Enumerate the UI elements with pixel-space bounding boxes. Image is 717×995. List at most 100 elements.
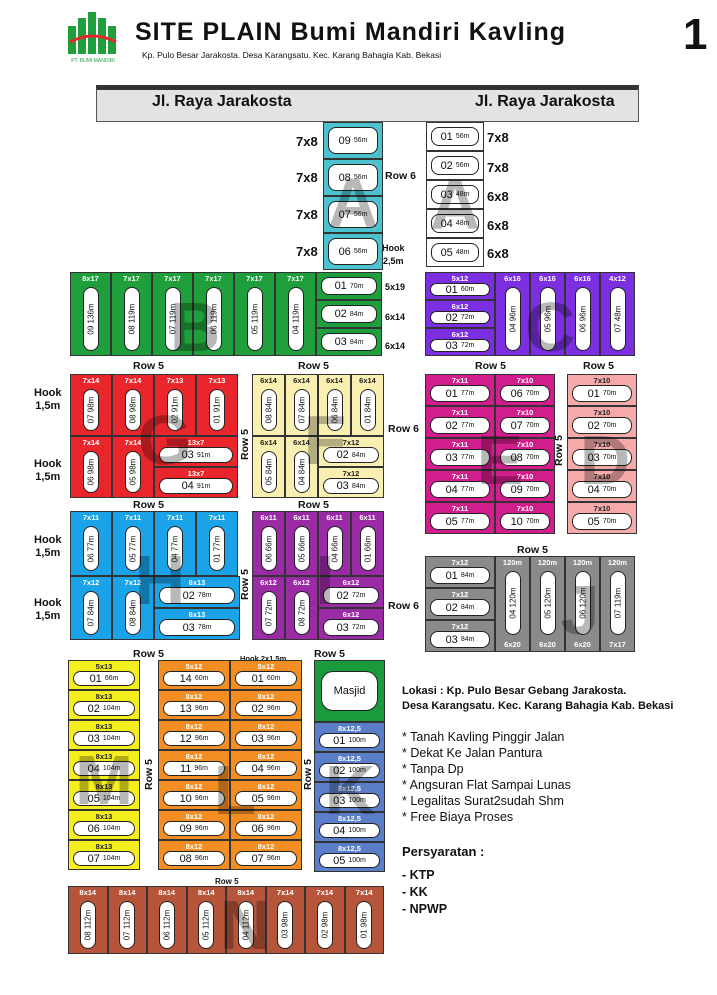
lot-b-07[interactable]: 7x1707 119m (152, 272, 193, 356)
lot-f-05[interactable]: 6x1405 84m (252, 436, 285, 498)
lot-m-05[interactable]: 8x1305104m (68, 780, 140, 810)
lot-l-05[interactable]: 8x120596m (230, 780, 302, 810)
lot-f-01[interactable]: 6x1401 84m (351, 374, 384, 436)
lot-i-01[interactable]: 6x1101 66m (351, 511, 384, 576)
lot-h-07[interactable]: 7x1207 84m (70, 576, 112, 640)
lot-h-08[interactable]: 7x1208 84m (112, 576, 154, 640)
lot-m-01[interactable]: 5x130166m (68, 660, 140, 690)
lot-b2-03[interactable]: 0384m (316, 328, 382, 356)
lot-g-03[interactable]: 13x70391m (154, 436, 238, 467)
lot-b-04[interactable]: 7x1704 119m (275, 272, 316, 356)
lot-l-12[interactable]: 8x121296m (158, 720, 230, 750)
lot-a2-01[interactable]: 0156m (426, 122, 484, 151)
lot-c-03[interactable]: 6x120372m (425, 328, 495, 356)
lot-e-02[interactable]: 7x110277m (425, 406, 495, 438)
lot-a-09[interactable]: 0956m (323, 122, 383, 159)
lot-j-02[interactable]: 7x120284m (425, 588, 495, 620)
lot-b2-02[interactable]: 0284m (316, 300, 382, 328)
lot-m-02[interactable]: 8x1302104m (68, 690, 140, 720)
lot-l-14[interactable]: 5x121460m (158, 660, 230, 690)
lot-m-06[interactable]: 8x1306104m (68, 810, 140, 840)
lot-h-04[interactable]: 7x1104 77m (154, 511, 196, 576)
lot-i-08[interactable]: 6x1208 72m (285, 576, 318, 640)
lot-a2-03[interactable]: 0348m (426, 180, 484, 209)
lot-g-04[interactable]: 13x70491m (154, 467, 238, 498)
lot-l-13[interactable]: 8x121396m (158, 690, 230, 720)
lot-g-01[interactable]: 7x1301 91m (196, 374, 238, 436)
lot-c-04[interactable]: 6x1604 96m (495, 272, 530, 356)
lot-i-04[interactable]: 6x1104 66m (318, 511, 351, 576)
lot-n-07[interactable]: 8x1407 112m (107, 886, 147, 954)
lot-f-03[interactable]: 7x120384m (318, 467, 384, 498)
lot-l-11[interactable]: 8x121196m (158, 750, 230, 780)
lot-h-02[interactable]: 6x130278m (154, 576, 240, 608)
lot-c-05[interactable]: 6x1605 96m (530, 272, 565, 356)
lot-j-03[interactable]: 7x120384m (425, 620, 495, 652)
lot-b-05[interactable]: 7x1705 119m (234, 272, 275, 356)
lot-l-10[interactable]: 8x121096m (158, 780, 230, 810)
lot-a2-02[interactable]: 0256m (426, 151, 484, 180)
lot-j-01[interactable]: 7x120184m (425, 556, 495, 588)
lot-i-03[interactable]: 6x120372m (318, 608, 384, 640)
lot-g-08[interactable]: 7x1408 98m (112, 374, 154, 436)
lot-b-08[interactable]: 7x1708 119m (111, 272, 152, 356)
lot-c-07[interactable]: 4x1207 48m (600, 272, 635, 356)
lot-i-07[interactable]: 6x1207 72m (252, 576, 285, 640)
lot-f-07[interactable]: 6x1407 84m (285, 374, 318, 436)
lot-k-03[interactable]: 8x12,503100m (314, 782, 385, 812)
lot-n-03[interactable]: 7x1403 98m (265, 886, 305, 954)
lot-l-01[interactable]: 5x120160m (230, 660, 302, 690)
lot-a2-05[interactable]: 0548m (426, 238, 484, 267)
lot-e-01[interactable]: 7x110177m (425, 374, 495, 406)
lot-g-05[interactable]: 7x1405 98m (112, 436, 154, 498)
lot-n-05[interactable]: 8x1405 112m (186, 886, 226, 954)
lot-c-02[interactable]: 6x120272m (425, 300, 495, 328)
lot-c-06[interactable]: 6x1606 96m (565, 272, 600, 356)
lot-i-06[interactable]: 6x1106 66m (252, 511, 285, 576)
lot-l-07[interactable]: 8x120796m (230, 840, 302, 870)
lot-m-07[interactable]: 8x1307104m (68, 840, 140, 870)
lot-a-07[interactable]: 0756m (323, 196, 383, 233)
lot-d-05[interactable]: 7x100570m (567, 502, 637, 534)
lot-l-02[interactable]: 8x120296m (230, 690, 302, 720)
lot-b2-01[interactable]: 0170m (316, 272, 382, 300)
lot-d-02[interactable]: 7x100270m (567, 406, 637, 438)
lot-k-02[interactable]: 8x12,502100m (314, 752, 385, 782)
lot-g-06[interactable]: 7x1406 98m (70, 436, 112, 498)
lot-l-09[interactable]: 8x120996m (158, 810, 230, 840)
lot-e-06[interactable]: 7x100670m (495, 374, 555, 406)
lot-n-08[interactable]: 8x1408 112m (68, 886, 108, 954)
lot-e-07[interactable]: 7x100770m (495, 406, 555, 438)
lot-e-03[interactable]: 7x110377m (425, 438, 495, 470)
lot-l-04[interactable]: 8x120496m (230, 750, 302, 780)
lot-h-06[interactable]: 7x1106 77m (70, 511, 112, 576)
lot-e-10[interactable]: 7x101070m (495, 502, 555, 534)
lot-j-04[interactable]: 120m04 120m6x20 (495, 556, 530, 652)
lot-b-09[interactable]: 8x1709 136m (70, 272, 111, 356)
lot-e-09[interactable]: 7x100970m (495, 470, 555, 502)
lot-f-08[interactable]: 6x1408 84m (252, 374, 285, 436)
lot-d-04[interactable]: 7x100470m (567, 470, 637, 502)
lot-h-05[interactable]: 7x1105 77m (112, 511, 154, 576)
lot-a-08[interactable]: 0856m (323, 159, 383, 196)
lot-n-06[interactable]: 8x1406 112m (147, 886, 187, 954)
lot-e-05[interactable]: 7x110577m (425, 502, 495, 534)
lot-i-05[interactable]: 6x1105 66m (285, 511, 318, 576)
lot-i-02[interactable]: 6x120272m (318, 576, 384, 608)
lot-j-05[interactable]: 120m05 120m6x20 (530, 556, 565, 652)
lot-h-01[interactable]: 7x1101 77m (196, 511, 238, 576)
lot-j-06[interactable]: 120m06 120m6x20 (565, 556, 600, 652)
lot-e-04[interactable]: 7x110477m (425, 470, 495, 502)
lot-d-01[interactable]: 7x100170m (567, 374, 637, 406)
lot-e-08[interactable]: 7x100870m (495, 438, 555, 470)
lot-f-04[interactable]: 6x1404 84m (285, 436, 318, 498)
lot-n-01[interactable]: 7x1401 98m (344, 886, 384, 954)
lot-f-06[interactable]: 6x1406 84m (318, 374, 351, 436)
lot-j-07[interactable]: 120m07 119m7x17 (600, 556, 635, 652)
lot-g-07[interactable]: 7x1407 98m (70, 374, 112, 436)
lot-k-01[interactable]: 8x12,501100m (314, 722, 385, 752)
lot-f-02[interactable]: 7x120284m (318, 436, 384, 467)
lot-h-03[interactable]: 6x130378m (154, 608, 240, 640)
lot-a-06[interactable]: 0656m (323, 233, 383, 270)
lot-l-08[interactable]: 8x120896m (158, 840, 230, 870)
